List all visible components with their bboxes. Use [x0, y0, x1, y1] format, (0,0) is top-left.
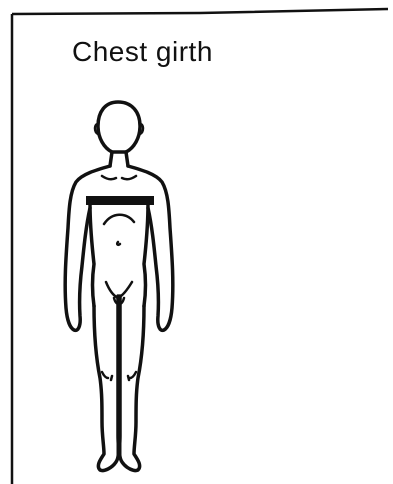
figure-right-leg: [120, 296, 145, 471]
figure-head: [98, 102, 140, 152]
chest-girth-band: [86, 196, 154, 205]
panel-title: Chest girth: [72, 36, 213, 68]
figure-right-arm: [128, 166, 173, 330]
chest-contour: [104, 215, 134, 224]
human-figure-illustration: [56, 96, 188, 478]
figure-left-arm: [65, 166, 110, 330]
figure-left-leg: [94, 296, 119, 471]
